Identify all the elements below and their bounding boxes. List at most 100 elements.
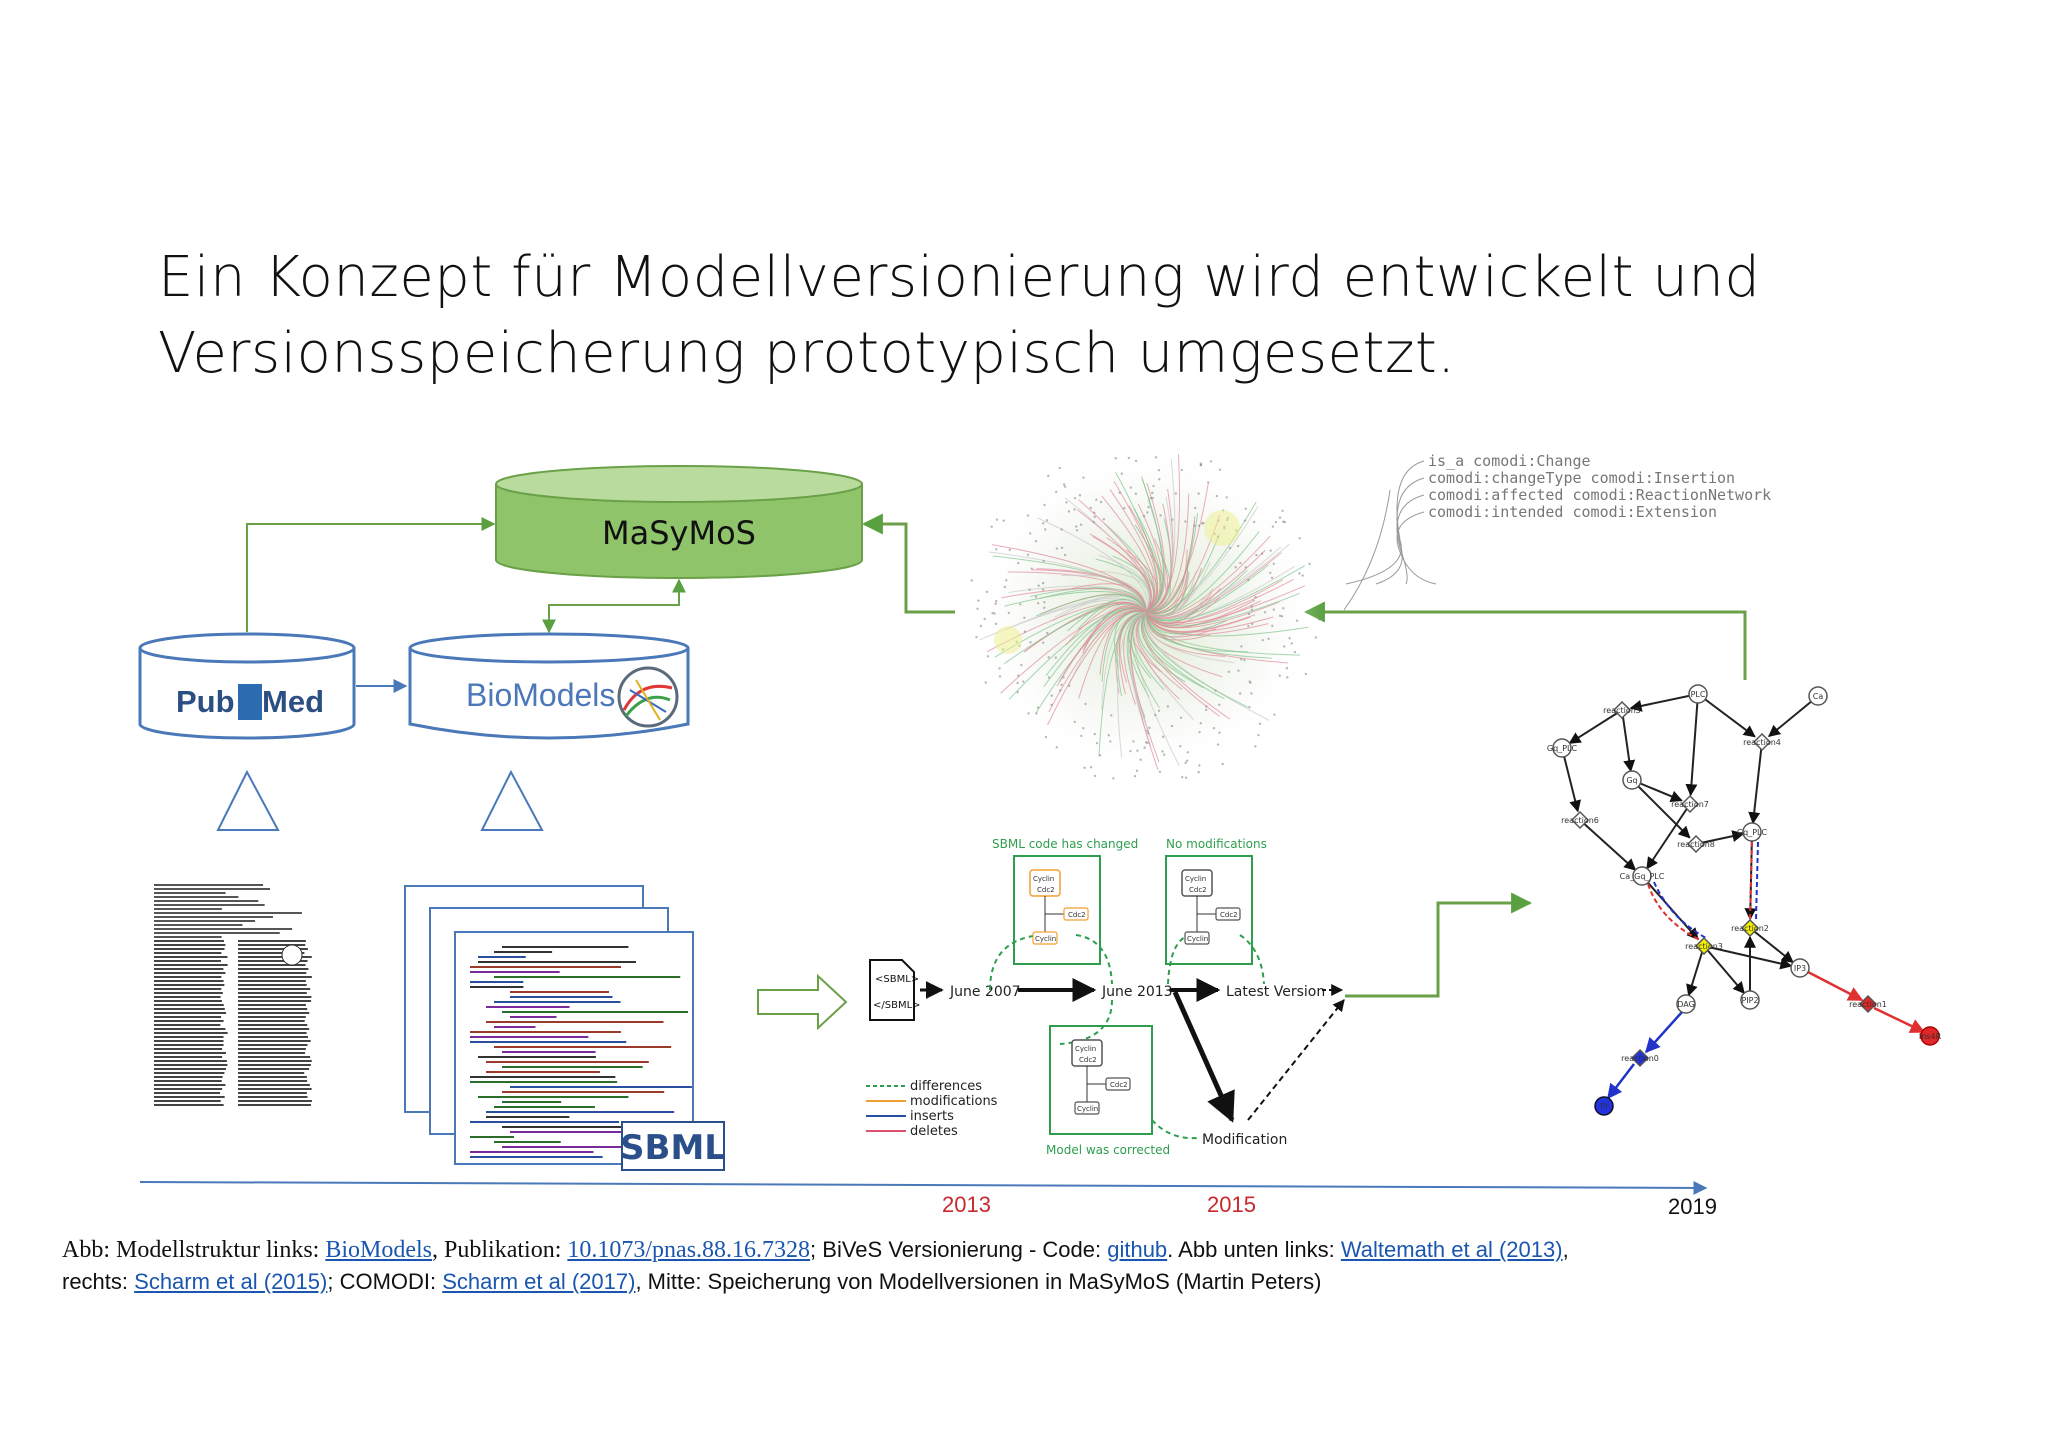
caption-text-4: . Abb unten links: [1167, 1237, 1341, 1262]
node-ca [1808, 686, 1828, 706]
network-hairball [968, 444, 1324, 780]
node-reaction6 [1570, 810, 1590, 830]
mini-node-cdc2b-2: Cdc2 [1110, 1081, 1128, 1089]
biomodels-logo-text: BioModels [466, 677, 615, 713]
version-june-2007: June 2007 [949, 984, 1021, 1000]
box-corrected-label: Model was corrected [1046, 1143, 1170, 1157]
publication-thumbnail [150, 878, 318, 1112]
sbml-file-icon: <SBML> </SBML> [869, 959, 921, 1021]
instance-triangle-pubmed [216, 769, 280, 831]
node-reaction0 [1630, 1048, 1650, 1068]
year-2013: 2013 [942, 1192, 991, 1217]
node-label-reaction3: reaction3 [1685, 942, 1723, 951]
pubmed-database: Pub Med [138, 632, 356, 740]
masymos-label: MaSyMoS [602, 514, 756, 552]
node-pip2 [1740, 990, 1760, 1010]
sbml-logo-text: SBML [620, 1128, 726, 1168]
node-reaction7 [1680, 794, 1700, 814]
year-2015: 2015 [1207, 1192, 1256, 1217]
caption-link-scharm-2017[interactable]: Scharm et al (2017) [442, 1269, 636, 1294]
caption-text-3: ; BiVeS Versionierung - Code: [810, 1237, 1108, 1262]
pubmed-logo-mark [238, 684, 262, 720]
slide-title: Ein Konzept für Modellversionierung wird… [158, 240, 1858, 392]
legend-label-differences: differences [910, 1079, 982, 1094]
node-dag [1676, 994, 1696, 1014]
mini-node-cdc2b-1: Cdc2 [1220, 911, 1238, 919]
caption-text-1: Abb: Modellstruktur links: [62, 1237, 326, 1263]
comodi-triple-4: comodi:intended comodi:Extension [1428, 503, 1717, 521]
caption-text-7: ; COMODI: [327, 1269, 443, 1294]
node-label-pi: PI [1600, 1102, 1607, 1111]
masymos-database: MaSyMoS [495, 465, 863, 579]
caption-text-6: rechts: [62, 1269, 135, 1294]
mini-node-cyclin-1: Cyclin [1185, 875, 1206, 883]
node-label-reaction8: reaction8 [1677, 840, 1715, 849]
node-label-gq_plc: Gq_PLC [1547, 744, 1578, 753]
caption-link-doi[interactable]: 10.1073/pnas.88.16.7328 [567, 1237, 811, 1263]
mini-node-cdc2-2: Cdc2 [1079, 1056, 1097, 1064]
node-gq_plc [1552, 738, 1572, 758]
caption: Abb: Modellstruktur links: BioModels, Pu… [62, 1234, 1962, 1297]
mini-node-cdc2-0: Cdc2 [1037, 886, 1055, 894]
file-tag-close: </SBML> [873, 1000, 921, 1011]
mini-node-cdc2b-0: Cdc2 [1068, 911, 1086, 919]
version-modification: Modification [1202, 1132, 1287, 1148]
node-label-reaction7: reaction7 [1671, 800, 1709, 809]
node-label-reaction4: reaction4 [1743, 738, 1781, 747]
node-label-plc: PLC [1691, 690, 1706, 699]
node-reaction2 [1740, 918, 1760, 938]
node-reaction5 [1612, 700, 1632, 720]
file-tag-open: <SBML> [875, 974, 919, 985]
pubmed-logo-med: Med [262, 684, 324, 719]
comodi-triple-2: comodi:changeType comodi:Insertion [1428, 469, 1735, 487]
comodi-triple-3: comodi:affected comodi:ReactionNetwork [1428, 486, 1771, 504]
biomodels-database: BioModels [408, 632, 690, 740]
node-ins4r [1920, 1026, 1940, 1046]
caption-line-1: Abb: Modellstruktur links: BioModels, Pu… [62, 1234, 1962, 1266]
node-plc [1688, 684, 1708, 704]
caption-link-github[interactable]: github [1107, 1237, 1168, 1262]
node-ip3 [1790, 958, 1810, 978]
node-label-ca: Ca [1813, 692, 1824, 701]
biomodels-logo-icon [617, 666, 679, 728]
sbml-file-stack: SBML [404, 885, 726, 1171]
comodi-triple-1: is_a comodi:Change [1428, 452, 1591, 470]
mini-node-cyclinb-2: Cyclin [1077, 1105, 1098, 1113]
node-reaction8 [1686, 834, 1706, 854]
mini-node-cyclin-0: Cyclin [1033, 875, 1054, 883]
node-label-reaction0: reaction0 [1621, 1054, 1659, 1063]
node-label-reaction2: reaction2 [1731, 924, 1769, 933]
mini-node-cyclinb-1: Cyclin [1187, 935, 1208, 943]
caption-link-scharm-2015[interactable]: Scharm et al (2015) [134, 1269, 328, 1294]
version-latest: Latest Version [1226, 984, 1325, 1000]
mini-node-cyclin-2: Cyclin [1075, 1045, 1096, 1053]
sbml-logo: SBML [620, 1121, 726, 1171]
caption-text-2: , Publikation: [432, 1237, 568, 1263]
box-nomod-label: No modifications [1166, 837, 1267, 851]
node-label-ca_gq_plc: Ca_Gq_PLC [1620, 872, 1665, 881]
title-line-2: Versionsspeicherung prototypisch umgeset… [158, 321, 1456, 386]
node-label-reaction6: reaction6 [1561, 816, 1599, 825]
box-changed-label: SBML code has changed [992, 837, 1138, 851]
legend-label-modifications: modifications [910, 1094, 998, 1109]
title-line-1: Ein Konzept für Modellversionierung wird… [158, 245, 1761, 310]
legend-label-deletes: deletes [910, 1124, 958, 1139]
node-reaction4 [1752, 732, 1772, 752]
node-label-pip2: PIP2 [1741, 996, 1758, 1005]
caption-link-waltemath[interactable]: Waltemath et al (2013) [1340, 1237, 1563, 1262]
versioning-figure: <SBML> </SBML> June 2007 June 2013 Lates… [866, 837, 1345, 1157]
mini-node-cdc2-1: Cdc2 [1189, 886, 1207, 894]
node-gq_plc2 [1742, 822, 1762, 842]
caption-text-8: , Mitte: Speicherung von Modellversionen… [635, 1269, 1322, 1294]
caption-link-biomodels[interactable]: BioModels [325, 1237, 433, 1263]
node-label-gq_plc2: Gq_PLC [1737, 828, 1768, 837]
caption-text-5: , [1562, 1237, 1569, 1262]
db-connectors [246, 513, 1747, 998]
node-pi [1594, 1096, 1614, 1116]
node-label-ins4r: Ins4R [1919, 1032, 1942, 1041]
year-2019: 2019 [1668, 1194, 1717, 1219]
node-label-reaction1: reaction1 [1849, 1000, 1887, 1009]
